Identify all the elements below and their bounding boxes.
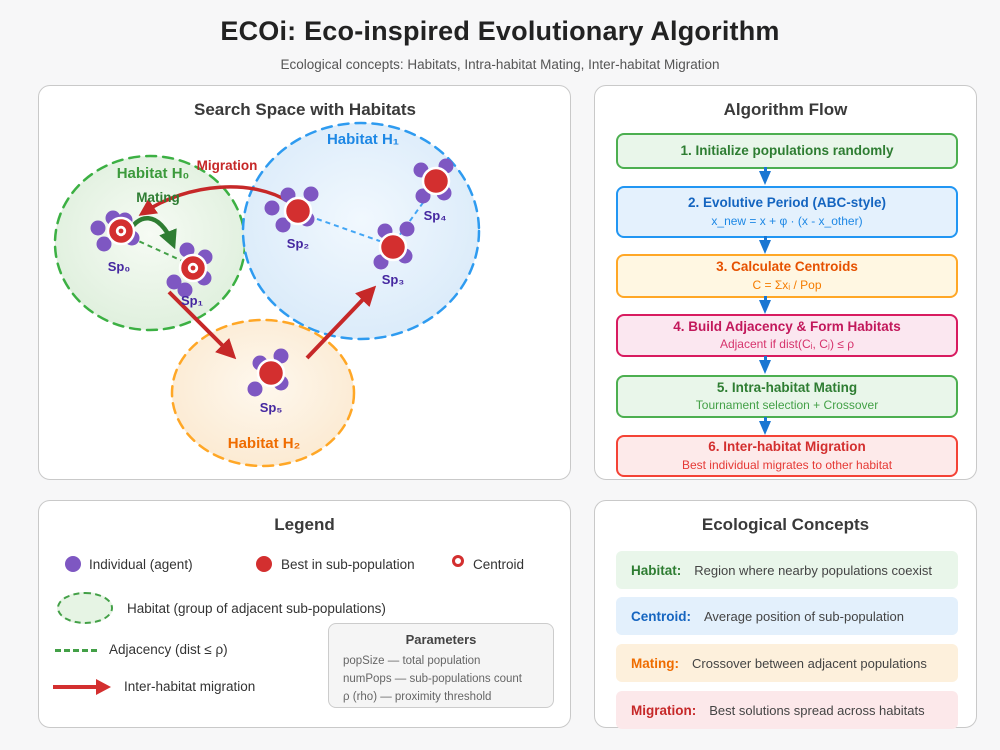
flow-step-3-formula: C = Σxᵢ / Pop [752, 277, 822, 292]
parameters-title: Parameters [405, 632, 477, 647]
legend-individual-label: Individual (agent) [89, 557, 193, 572]
flow-step-5-formula: Tournament selection + Crossover [695, 398, 879, 413]
parameter-item: numPops — sub-populations count [343, 673, 522, 685]
habitat-h1-ellipse [241, 121, 481, 341]
concept-desc: Crossover between adjacent populations [692, 655, 927, 671]
legend-panel: Legend Individual (agent) Best in sub-po… [38, 500, 571, 728]
flow-step-2-title: 2. Evolutive Period (ABC-style) [687, 195, 887, 211]
figure-header: ECOi: Eco-inspired Evolutionary Algorith… [0, 0, 1000, 72]
flow-step-3-title: 3. Calculate Centroids [716, 259, 858, 275]
flow-step-4-formula: Adjacent if dist(Cᵢ, Cⱼ) ≤ ρ [719, 337, 855, 352]
habitat-h1-label: Habitat H₁ [327, 131, 399, 148]
subpop-label-sp1: Sp₁ [181, 293, 203, 308]
concept-term: Habitat: [631, 562, 682, 578]
best-individual-sp2 [283, 196, 313, 226]
algorithm-flow-title: Algorithm Flow [723, 100, 848, 119]
concept-term: Migration: [631, 702, 697, 718]
legend-habitat-label: Habitat (group of adjacent sub-populatio… [127, 601, 386, 616]
individual-swatch-icon [65, 556, 81, 572]
flow-step-6: 6. Inter-habitat Migration Best individu… [616, 435, 958, 477]
centroid-swatch-icon [452, 555, 464, 567]
concept-row-mating: Mating: Crossover between adjacent popul… [616, 644, 958, 682]
legend-best-label: Best in sub-population [281, 557, 415, 572]
adjacency-swatch-icon [55, 649, 97, 652]
parameters-box: Parameters popSize — total population nu… [328, 623, 554, 708]
subpopulation-sp1: Sp₁ [166, 242, 213, 308]
flow-connector-arrow-icon [759, 236, 771, 254]
parameters-list: popSize — total population numPops — sub… [343, 652, 553, 706]
migration-annotation: Migration [197, 158, 258, 173]
ecological-concepts-panel: Ecological Concepts Habitat: Region wher… [594, 500, 977, 729]
flow-connector-arrow-icon [759, 167, 771, 185]
subpopulation-sp2: Sp₂ [264, 186, 319, 251]
parameter-item: popSize — total population [343, 655, 481, 667]
migration-arrow-sp1-to-sp5 [167, 290, 237, 360]
search-space-panel: Search Space with Habitats Habitat H₀ Ha… [38, 85, 571, 480]
subpopulation-sp0: Sp₀ [90, 210, 140, 274]
concept-desc: Region where nearby populations coexist [694, 562, 933, 578]
legend-centroid-label: Centroid [473, 557, 525, 572]
subpop-label-sp4: Sp₄ [424, 208, 447, 223]
best-swatch-icon [256, 556, 272, 572]
habitat-h0-label: Habitat H₀ [117, 165, 190, 182]
flow-step-2: 2. Evolutive Period (ABC-style) x_new = … [616, 186, 958, 238]
flow-connector-arrow-icon [759, 417, 771, 435]
flow-step-6-formula: Best individual migrates to other habita… [681, 457, 893, 472]
legend-title: Legend [274, 515, 335, 534]
best-individual-sp4 [421, 166, 451, 196]
concept-row-habitat: Habitat: Region where nearby populations… [616, 551, 958, 589]
concept-desc: Average position of sub-population [704, 608, 904, 624]
subpopulation-sp5: Sp₅ [247, 348, 289, 415]
legend-adjacency-label: Adjacency (dist ≤ ρ) [109, 642, 228, 657]
subpop-label-sp2: Sp₂ [287, 236, 310, 251]
flow-connector-arrow-icon [759, 356, 771, 374]
flow-step-2-formula: x_new = x + φ · (x - x_other) [711, 213, 863, 228]
concept-row-migration: Migration: Best solutions spread across … [616, 691, 958, 729]
flow-step-1-title: 1. Initialize populations randomly [680, 143, 894, 159]
flow-step-6-title: 6. Inter-habitat Migration [708, 439, 866, 455]
search-space-title: Search Space with Habitats [194, 100, 416, 119]
subpopulation-sp4: Sp₄ [413, 158, 454, 223]
flow-step-1: 1. Initialize populations randomly [616, 133, 958, 169]
concept-desc: Best solutions spread across habitats [709, 702, 925, 718]
concept-row-centroid: Centroid: Average position of sub-popula… [616, 597, 958, 635]
best-individual-sp5 [256, 358, 286, 388]
algorithm-flow-panel: Algorithm Flow 1. Initialize populations… [594, 85, 977, 480]
flow-step-4: 4. Build Adjacency & Form Habitats Adjac… [616, 314, 958, 357]
flow-step-4-title: 4. Build Adjacency & Form Habitats [673, 318, 901, 334]
migration-arrow-sp5-to-sp3 [305, 285, 377, 360]
subpop-label-sp0: Sp₀ [108, 259, 131, 274]
search-space-diagram: Search Space with Habitats Habitat H₀ Ha… [53, 100, 481, 468]
flow-step-3: 3. Calculate Centroids C = Σxᵢ / Pop [616, 254, 958, 298]
flow-step-5: 5. Intra-habitat Mating Tournament selec… [616, 375, 958, 418]
migration-swatch-icon [53, 679, 111, 694]
best-individual-sp3 [378, 232, 408, 262]
concept-term: Mating: [631, 655, 679, 671]
legend-migration-label: Inter-habitat migration [124, 679, 256, 694]
subpopulation-sp3: Sp₃ [373, 221, 415, 287]
subpop-label-sp3: Sp₃ [382, 272, 405, 287]
mating-annotation: Mating [136, 190, 180, 205]
concept-term: Centroid: [631, 608, 691, 624]
page-title: ECOi: Eco-inspired Evolutionary Algorith… [220, 16, 780, 46]
flow-step-5-title: 5. Intra-habitat Mating [716, 379, 858, 395]
page-subtitle: Ecological concepts: Habitats, Intra-hab… [280, 57, 720, 72]
habitat-h2-label: Habitat H₂ [228, 435, 301, 452]
habitat-h0-ellipse [53, 154, 247, 332]
migration-arrow-sp2-to-sp0 [138, 185, 290, 216]
ecological-concepts-title: Ecological Concepts [701, 515, 870, 534]
habitat-swatch-icon [57, 592, 113, 624]
parameter-item: ρ (rho) — proximity threshold [343, 691, 492, 703]
flow-connector-arrow-icon [759, 296, 771, 314]
adjacency-link-sp2-sp3 [299, 212, 392, 246]
subpop-label-sp5: Sp₅ [260, 400, 283, 415]
